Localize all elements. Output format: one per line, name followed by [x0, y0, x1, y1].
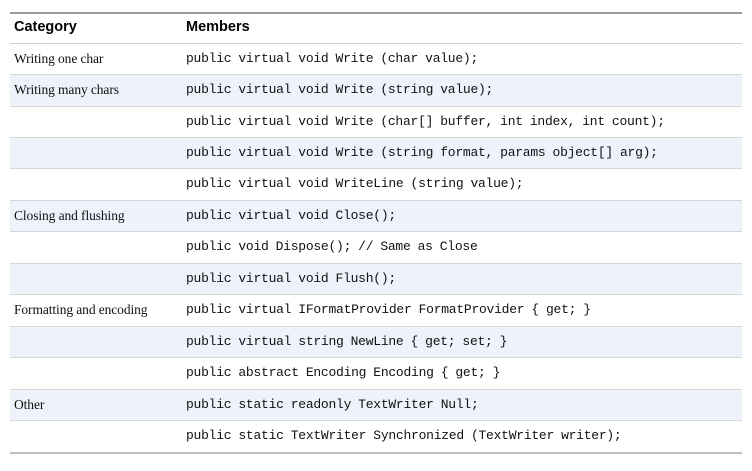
header-row: Category Members	[10, 11, 742, 44]
cell-category: Writing many chars	[10, 74, 182, 107]
cell-member-signature: public static TextWriter Synchronized (T…	[182, 420, 742, 454]
cell-category	[10, 326, 182, 359]
cell-member-signature: public virtual void Close();	[182, 200, 742, 233]
cell-member-signature: public virtual void Write (char[] buffer…	[182, 106, 742, 139]
cell-member-signature: public virtual string NewLine { get; set…	[182, 326, 742, 359]
cell-category	[10, 420, 182, 454]
table-row: public void Dispose(); // Same as Close	[10, 231, 742, 264]
cell-category: Closing and flushing	[10, 200, 182, 233]
table-row: public virtual string NewLine { get; set…	[10, 326, 742, 359]
cell-category: Writing one char	[10, 43, 182, 76]
table-row: public static TextWriter Synchronized (T…	[10, 420, 742, 454]
cell-category	[10, 137, 182, 170]
cell-category: Other	[10, 389, 182, 422]
cell-category	[10, 168, 182, 201]
column-header-category: Category	[10, 11, 182, 44]
cell-member-signature: public void Dispose(); // Same as Close	[182, 231, 742, 264]
table-row: public virtual void Write (char[] buffer…	[10, 106, 742, 139]
cell-category	[10, 106, 182, 139]
cell-member-signature: public virtual IFormatProvider FormatPro…	[182, 294, 742, 327]
cell-member-signature: public virtual void Write (string value)…	[182, 74, 742, 107]
table-row: public virtual void WriteLine (string va…	[10, 168, 742, 201]
cell-member-signature: public virtual void WriteLine (string va…	[182, 168, 742, 201]
cell-member-signature: public virtual void Flush();	[182, 263, 742, 296]
cell-category	[10, 231, 182, 264]
cell-category: Formatting and encoding	[10, 294, 182, 327]
cell-member-signature: public abstract Encoding Encoding { get;…	[182, 357, 742, 390]
cell-category	[10, 357, 182, 390]
table-row: public abstract Encoding Encoding { get;…	[10, 357, 742, 390]
cell-member-signature: public virtual void Write (char value);	[182, 43, 742, 76]
cell-member-signature: public virtual void Write (string format…	[182, 137, 742, 170]
table-row: public virtual void Write (string format…	[10, 137, 742, 170]
column-header-members: Members	[182, 11, 742, 44]
cell-category	[10, 263, 182, 296]
table-row: public virtual void Flush();	[10, 263, 742, 296]
table-header: Category Members	[10, 11, 742, 44]
cell-member-signature: public static readonly TextWriter Null;	[182, 389, 742, 422]
